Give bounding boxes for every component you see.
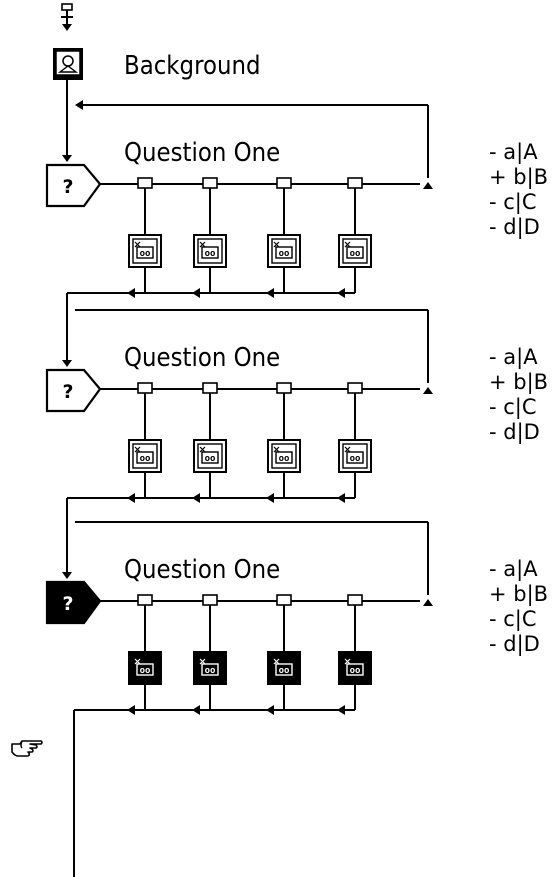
response-node[interactable]: [347, 382, 363, 394]
return-arrow: [337, 288, 345, 298]
svg-text:oo: oo: [140, 454, 151, 464]
return-arrow: [192, 288, 200, 298]
svg-text:oo: oo: [140, 249, 151, 259]
display-icon[interactable]: [53, 48, 83, 80]
return-arrow: [192, 493, 200, 503]
svg-text:oo: oo: [205, 454, 216, 464]
return-arrow: [192, 705, 200, 715]
svg-text:?: ?: [62, 593, 73, 615]
return-arrow: [127, 493, 135, 503]
svg-text:oo: oo: [350, 454, 361, 464]
response-map-icon[interactable]: oo: [338, 234, 372, 268]
background-label[interactable]: Background: [124, 51, 261, 81]
response-map-icon[interactable]: oo: [193, 234, 227, 268]
response-node[interactable]: [347, 594, 363, 606]
loop-arrow: [75, 100, 83, 110]
svg-text:oo: oo: [279, 249, 290, 259]
response-node[interactable]: [137, 382, 153, 394]
response-label: - c|C: [489, 190, 537, 214]
response-label: - a|A: [489, 557, 538, 581]
response-node[interactable]: [347, 177, 363, 189]
response-map-icon[interactable]: oo: [338, 439, 372, 473]
response-map-icon[interactable]: oo: [193, 651, 227, 685]
interaction-label[interactable]: Question One: [124, 555, 281, 585]
return-arrow: [127, 288, 135, 298]
svg-text:oo: oo: [350, 249, 361, 259]
interaction-group: ? oo oo oo oo: [45, 521, 429, 877]
entry-arrow: [62, 360, 72, 367]
response-node[interactable]: [202, 594, 218, 606]
branch-arrow: [423, 182, 433, 189]
response-map-icon[interactable]: oo: [128, 234, 162, 268]
interaction-label[interactable]: Question One: [124, 138, 281, 168]
response-label: - d|D: [489, 632, 540, 656]
interaction-icon[interactable]: ?: [45, 163, 102, 208]
response-map-icon[interactable]: oo: [267, 439, 301, 473]
interaction-group: ? oo oo oo oo: [45, 80, 429, 310]
response-node[interactable]: [276, 177, 292, 189]
pointing-hand-icon: [11, 740, 43, 757]
interaction-icon[interactable]: ?: [45, 368, 102, 413]
branch-arrow: [423, 599, 433, 606]
entry-arrow: [62, 572, 72, 579]
svg-text:?: ?: [62, 176, 73, 198]
svg-text:oo: oo: [205, 249, 216, 259]
interaction-label[interactable]: Question One: [124, 343, 281, 373]
return-arrow: [266, 705, 274, 715]
response-map-icon[interactable]: oo: [128, 651, 162, 685]
start-arrow: [62, 24, 72, 31]
response-map-icon[interactable]: oo: [267, 651, 301, 685]
response-node[interactable]: [202, 382, 218, 394]
response-label: - d|D: [489, 420, 540, 444]
flow-start-icon: [61, 3, 73, 24]
svg-text:oo: oo: [140, 666, 151, 676]
return-arrow: [337, 705, 345, 715]
response-label: - a|A: [489, 345, 538, 369]
response-map-icon[interactable]: oo: [338, 651, 372, 685]
response-label: - c|C: [489, 395, 537, 419]
return-arrow: [266, 493, 274, 503]
response-node[interactable]: [137, 594, 153, 606]
response-label: + b|B: [489, 370, 549, 394]
entry-arrow: [62, 155, 72, 162]
interaction-icon[interactable]: ?: [45, 580, 102, 625]
interaction-group: ? oo oo oo oo: [45, 309, 429, 522]
response-map-icon[interactable]: oo: [193, 439, 227, 473]
response-label: - c|C: [489, 607, 537, 631]
svg-text:?: ?: [62, 381, 73, 403]
response-map-icon[interactable]: oo: [128, 439, 162, 473]
svg-text:oo: oo: [279, 666, 290, 676]
response-node[interactable]: [137, 177, 153, 189]
response-node[interactable]: [202, 177, 218, 189]
response-label: + b|B: [489, 165, 549, 189]
svg-text:oo: oo: [279, 454, 290, 464]
return-arrow: [266, 288, 274, 298]
response-node[interactable]: [276, 594, 292, 606]
svg-text:oo: oo: [350, 666, 361, 676]
response-node[interactable]: [276, 382, 292, 394]
response-label: + b|B: [489, 582, 549, 606]
return-arrow: [337, 493, 345, 503]
response-map-icon[interactable]: oo: [267, 234, 301, 268]
response-label: - d|D: [489, 215, 540, 239]
response-label: - a|A: [489, 140, 538, 164]
branch-arrow: [423, 387, 433, 394]
return-arrow: [127, 705, 135, 715]
svg-text:oo: oo: [205, 666, 216, 676]
